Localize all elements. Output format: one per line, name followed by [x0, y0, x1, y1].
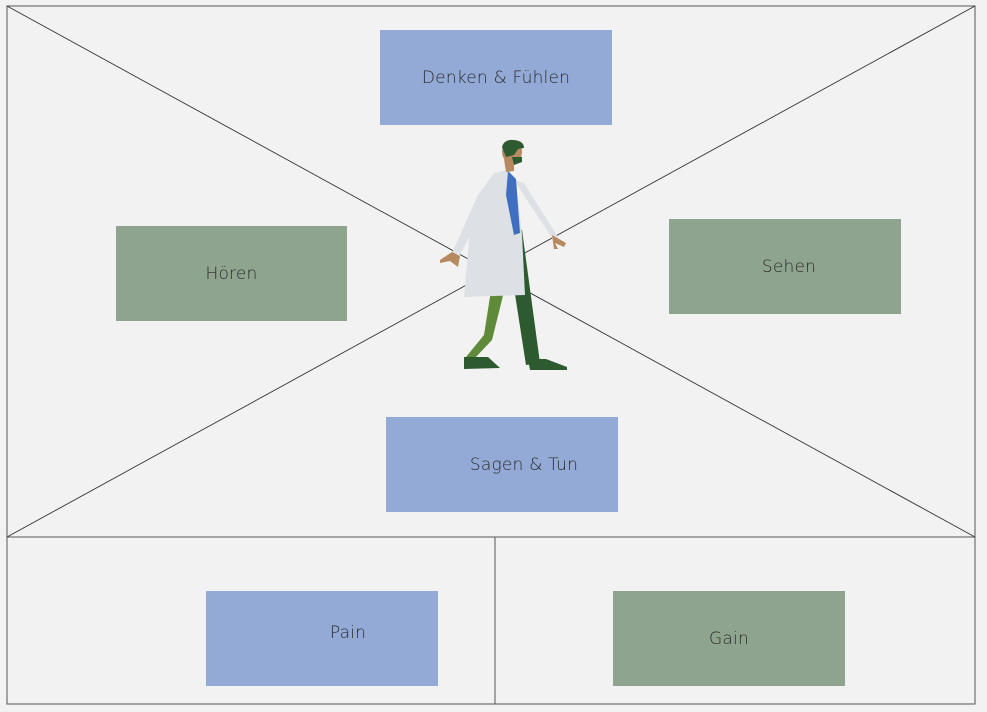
- gain-box: Gain: [613, 591, 845, 686]
- hear-label: Hören: [205, 263, 258, 284]
- say-do-label: Sagen & Tun: [469, 454, 579, 475]
- hear-box: Hören: [116, 226, 347, 321]
- walking-doctor-icon: [440, 139, 567, 370]
- think-feel-label: Denken & Fühlen: [421, 67, 571, 88]
- see-label: Sehen: [761, 256, 817, 277]
- pain-label: Pain: [329, 622, 367, 643]
- see-box: Sehen: [669, 219, 901, 314]
- pain-box: Pain: [206, 591, 438, 686]
- lower-frame: [6, 536, 976, 705]
- gain-label: Gain: [709, 628, 749, 649]
- think-feel-box: Denken & Fühlen: [380, 30, 612, 125]
- say-do-box: Sagen & Tun: [386, 417, 618, 512]
